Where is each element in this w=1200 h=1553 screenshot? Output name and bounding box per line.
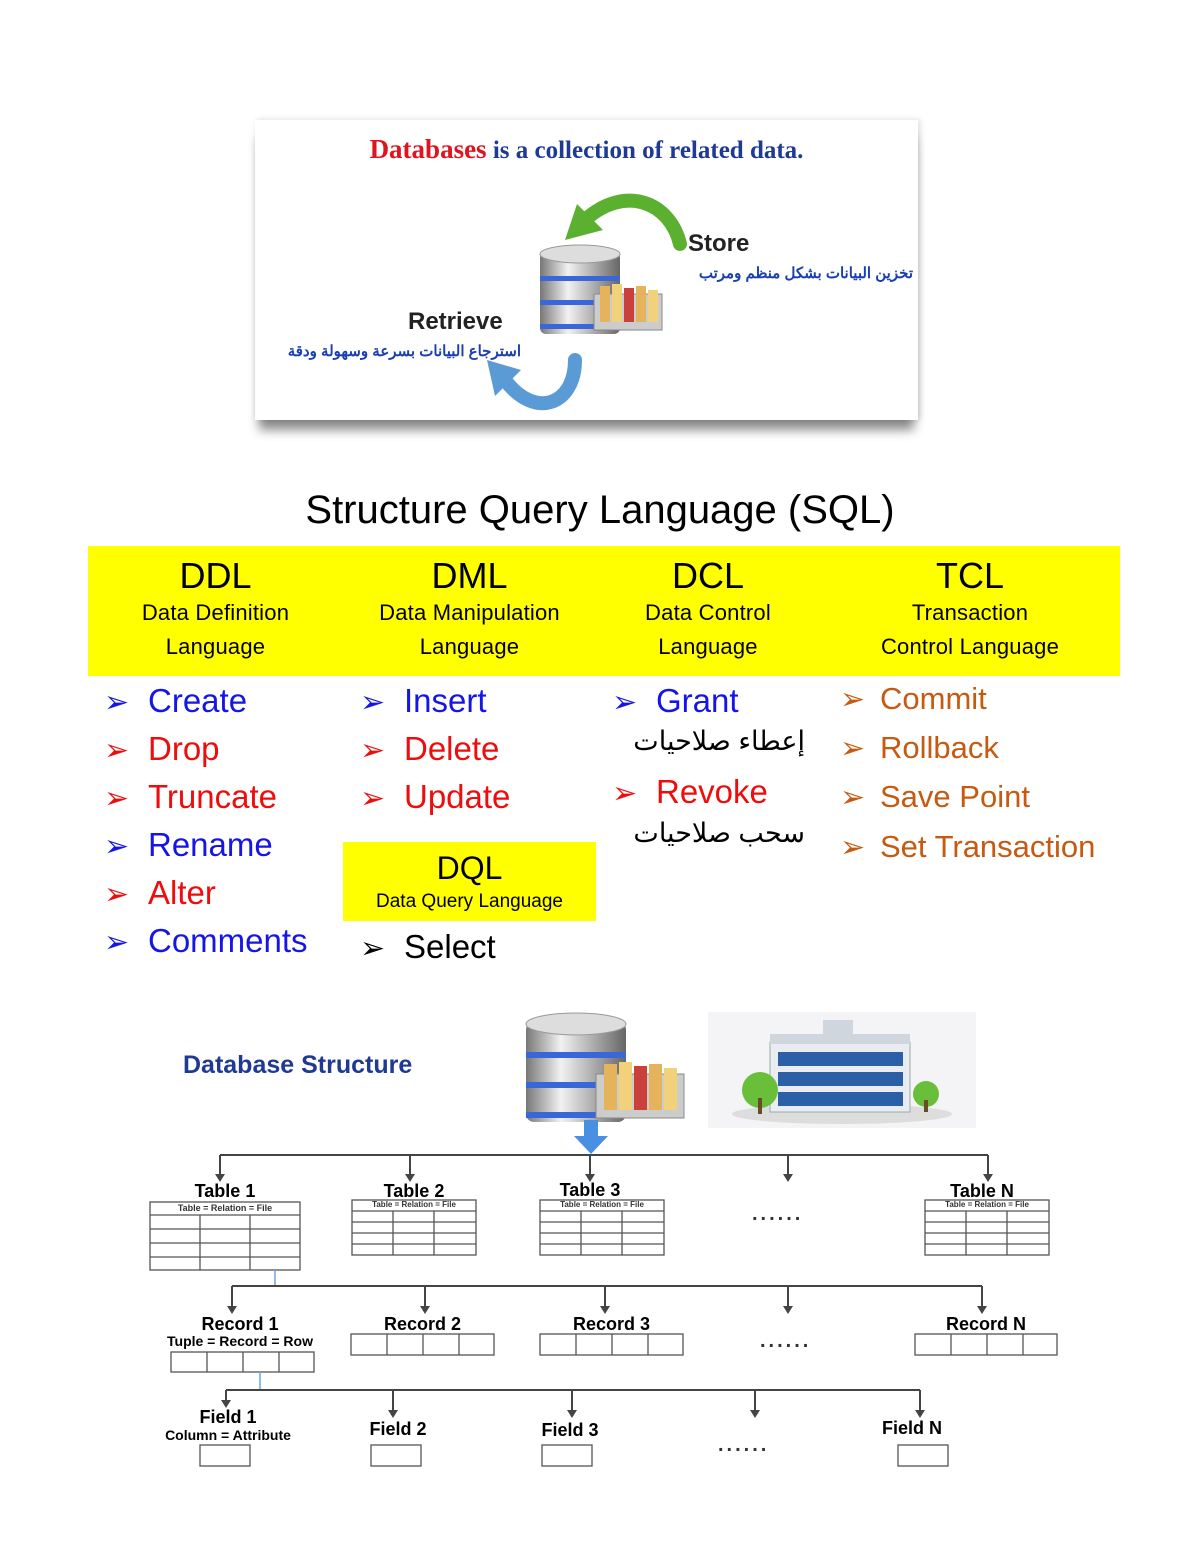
category-tcl: TCL Transaction Control Language — [880, 555, 1060, 660]
sql-categories-band — [88, 546, 1120, 676]
bullet-arrow-icon: ➢ — [104, 926, 130, 959]
tables-ellipsis: ...... — [752, 1203, 804, 1225]
bullet-arrow-icon: ➢ — [360, 782, 386, 815]
dql-item-select: ➢Select — [360, 928, 496, 968]
field-label: Field N — [881, 1418, 942, 1438]
table-sublabel: Table = Relation = File — [560, 1200, 644, 1209]
bullet-arrow-icon: ➢ — [104, 830, 130, 863]
store-arabic-text: تخزين البيانات بشكل منظم ومرتب — [698, 265, 913, 282]
dcl-item-revoke: ➢Revoke — [612, 773, 768, 813]
dml-item-delete: ➢Delete — [360, 730, 499, 770]
table-label: Table 1 — [194, 1181, 256, 1201]
bullet-arrow-icon: ➢ — [104, 686, 130, 719]
bullet-arrow-icon: ➢ — [104, 782, 130, 815]
database-icon — [539, 244, 663, 334]
field-label: Field 1 — [199, 1407, 257, 1427]
store-label: Store — [688, 230, 750, 257]
ddl-item-create: ➢Create — [104, 682, 247, 722]
category-dcl: DCL Data Control Language — [645, 555, 771, 660]
record-label: Record 2 — [383, 1314, 462, 1334]
table-label: Table N — [950, 1181, 1014, 1201]
bullet-arrow-icon: ➢ — [840, 683, 866, 716]
field-sublabel: Column = Attribute — [165, 1427, 291, 1443]
grant-arabic-text: إعطاء صلاحيات — [633, 726, 805, 756]
dql-box: DQL Data Query Language — [343, 842, 596, 921]
bullet-arrow-icon: ➢ — [840, 732, 866, 765]
tcl-item-rollback: ➢Rollback — [840, 729, 999, 768]
database-structure-title: Database Structure — [183, 1051, 413, 1079]
store-arrow-icon — [565, 193, 687, 251]
field-label: Field 2 — [369, 1419, 427, 1439]
ddl-item-alter: ➢Alter — [104, 874, 216, 914]
bullet-arrow-icon: ➢ — [612, 777, 638, 810]
ddl-item-comments: ➢Comments — [104, 922, 308, 962]
database-structure-diagram — [149, 1120, 1058, 1467]
records-ellipsis: ...... — [760, 1330, 812, 1352]
bullet-arrow-icon: ➢ — [612, 686, 638, 719]
ddl-item-rename: ➢Rename — [104, 826, 273, 866]
tcl-item-set-transaction: ➢Set Transaction — [840, 828, 1095, 867]
table-sublabel: Table = Relation = File — [177, 1203, 273, 1213]
field-label: Field 3 — [541, 1420, 599, 1440]
table-sublabel: Table = Relation = File — [372, 1200, 456, 1209]
retrieve-arrow-icon — [487, 353, 582, 411]
retrieve-arabic-text: استرجاع البيانات بسرعة وسهولة ودقة — [287, 343, 521, 360]
category-ddl: DDL Data Definition Language — [141, 555, 290, 660]
retrieve-label: Retrieve — [408, 308, 503, 335]
table-sublabel: Table = Relation = File — [945, 1200, 1029, 1209]
bullet-arrow-icon: ➢ — [360, 932, 386, 965]
tcl-item-save-point: ➢Save Point — [840, 778, 1030, 817]
bullet-arrow-icon: ➢ — [104, 734, 130, 767]
bullet-arrow-icon: ➢ — [840, 781, 866, 814]
database-definition-headline: Databases is a collection of related dat… — [369, 134, 804, 164]
dcl-item-grant: ➢Grant — [612, 682, 739, 722]
dml-item-insert: ➢Insert — [360, 682, 487, 722]
record-sublabel: Tuple = Record = Row — [167, 1333, 313, 1349]
table-label: Table 3 — [559, 1180, 621, 1200]
office-building-image — [708, 1012, 976, 1128]
record-label: Record 3 — [572, 1314, 651, 1334]
ddl-item-drop: ➢Drop — [104, 730, 220, 770]
bullet-arrow-icon: ➢ — [360, 686, 386, 719]
sql-title: Structure Query Language (SQL) — [305, 488, 895, 532]
bullet-arrow-icon: ➢ — [840, 831, 866, 864]
category-dml: DML Data Manipulation Language — [379, 555, 560, 660]
table-label: Table 2 — [383, 1181, 445, 1201]
dml-item-update: ➢Update — [360, 778, 510, 818]
database-icon — [525, 1012, 685, 1122]
fields-ellipsis: ...... — [718, 1434, 770, 1456]
tcl-item-commit: ➢Commit — [840, 680, 987, 719]
database-definition-figure: Databases is a collection of related dat… — [255, 120, 918, 420]
record-label: Record 1 — [201, 1314, 279, 1334]
bullet-arrow-icon: ➢ — [104, 878, 130, 911]
revoke-arabic-text: سحب صلاحيات — [633, 818, 805, 848]
bullet-arrow-icon: ➢ — [360, 734, 386, 767]
ddl-item-truncate: ➢Truncate — [104, 778, 277, 818]
record-label: Record N — [945, 1314, 1026, 1334]
